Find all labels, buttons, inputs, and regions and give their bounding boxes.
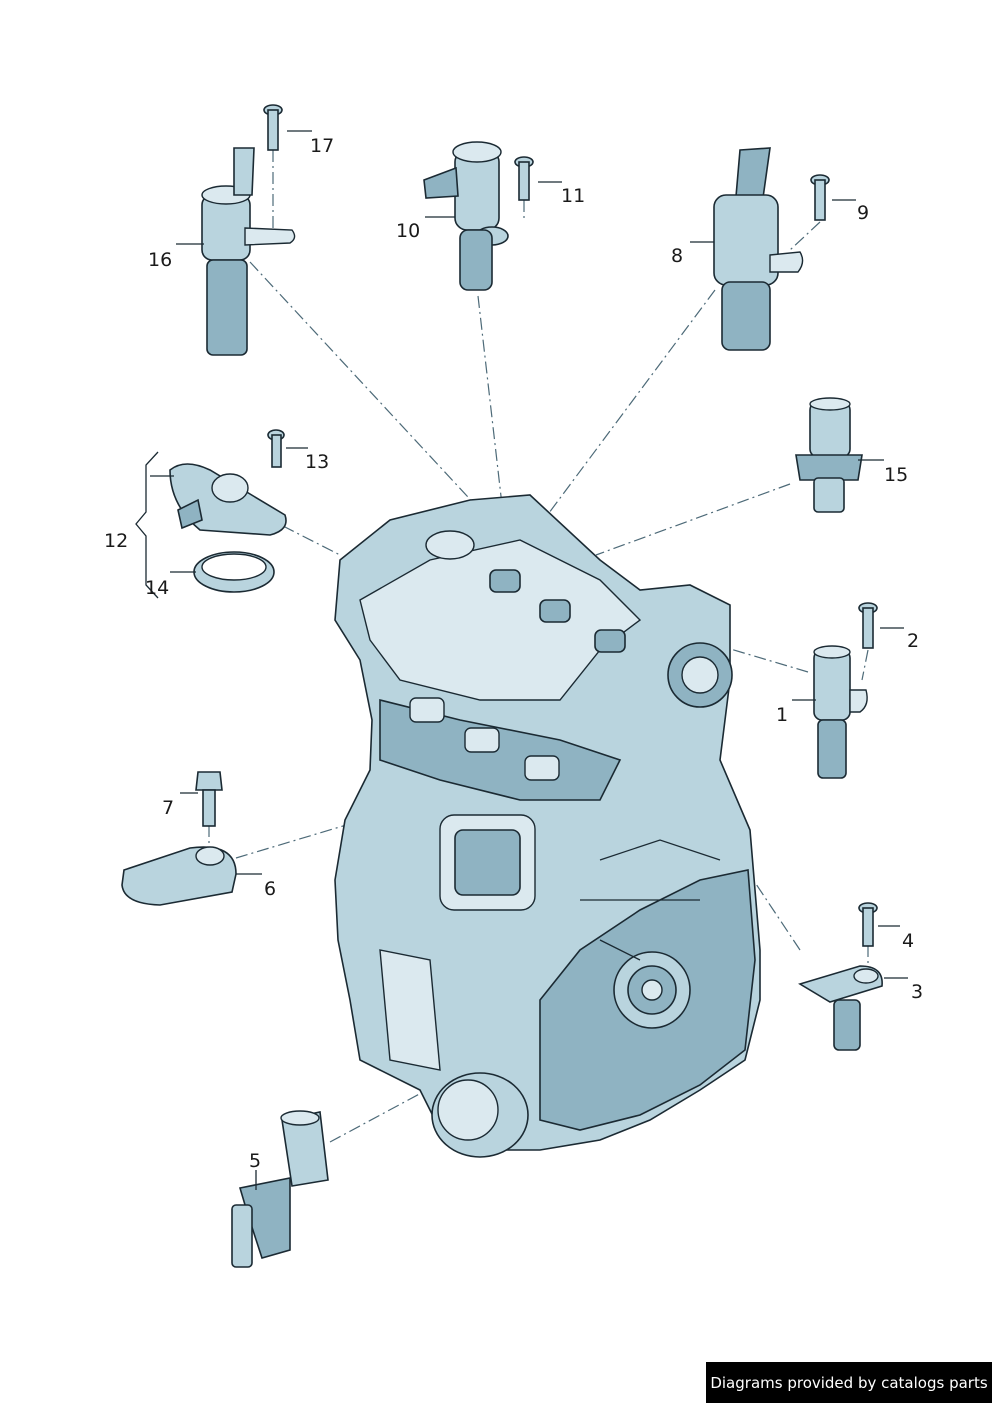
part-1-position-sender	[813, 645, 868, 779]
part-2-bolt	[858, 602, 878, 649]
part-17-bolt	[263, 104, 283, 151]
part-11-bolt	[514, 156, 534, 201]
engine-block	[334, 494, 761, 1158]
callout-16: 16	[148, 249, 172, 271]
part-6-knock-sensor	[121, 846, 237, 906]
callout-15: 15	[884, 464, 908, 486]
callout-6: 6	[264, 878, 276, 900]
part-9-bolt	[810, 174, 830, 221]
callout-5: 5	[249, 1150, 261, 1172]
callout-17: 17	[310, 135, 334, 157]
callout-3: 3	[911, 981, 923, 1003]
part-3-speed-sensor	[798, 965, 883, 1051]
part-15-pressure-switch	[795, 397, 863, 513]
callout-11: 11	[561, 185, 585, 207]
callout-14: 14	[145, 577, 169, 599]
callout-10: 10	[396, 220, 420, 242]
callout-2: 2	[907, 630, 919, 652]
part-16-cam-adjust-valve	[201, 147, 296, 356]
callout-labels: 17 16 11 10 9 8 13 12 14 15 2 1 7 6 4 3 …	[104, 135, 923, 1172]
credit-text: Diagrams provided by catalogs parts	[710, 1373, 988, 1392]
callout-leaders	[150, 130, 908, 1190]
callout-13: 13	[305, 451, 329, 473]
credit-banner: Diagrams provided by catalogs parts	[706, 1362, 992, 1403]
part-7-bolt	[195, 771, 223, 827]
part-8-exhaust-cam-valve	[713, 147, 804, 351]
part-5-crank-sensor	[231, 1110, 329, 1268]
part-14-seal-ring	[193, 551, 275, 593]
callout-4: 4	[902, 930, 914, 952]
callout-9: 9	[857, 202, 869, 224]
callout-1: 1	[776, 704, 788, 726]
callout-12: 12	[104, 530, 128, 552]
group-bracket-12-14	[135, 451, 159, 599]
callout-7: 7	[162, 797, 174, 819]
part-12-regulator	[169, 463, 287, 536]
part-13-bolt	[267, 429, 285, 468]
part-4-bolt	[858, 902, 878, 947]
part-10-inlet-cam-valve	[423, 141, 509, 291]
callout-8: 8	[671, 245, 683, 267]
